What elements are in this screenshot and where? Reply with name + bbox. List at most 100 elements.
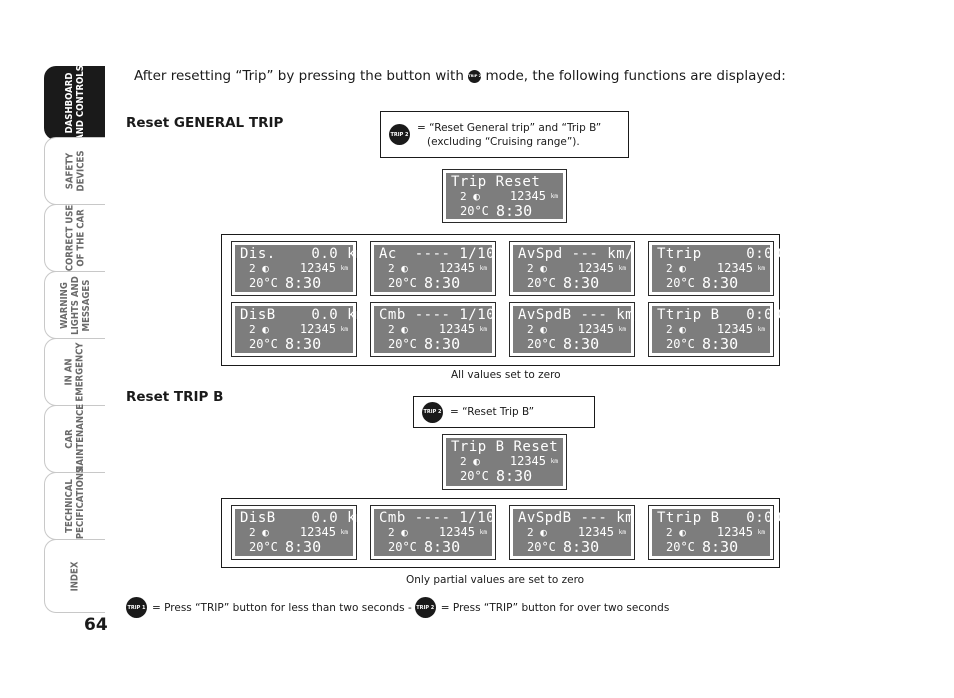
lcd-title: Ttrip 0:00 (657, 246, 783, 262)
tab-car-maintenance[interactable]: CAR MAINTENANCE (44, 403, 105, 475)
tab-label: TECHNICAL SPECIFICATIONS (64, 466, 86, 546)
lcd-title: Ttrip B 0:00 (657, 307, 783, 323)
lcd-title: AvSpdB --- km/h (518, 307, 652, 323)
lcd-unit: km (757, 529, 765, 536)
lcd-temperature: 20°C (388, 337, 417, 351)
lcd-gear: 2 ◐ (666, 323, 686, 336)
tripb-note-line1: = “Reset Trip B” (450, 406, 535, 418)
lcd-temperature: 20°C (666, 337, 695, 351)
legend-text1: = Press “TRIP” button for less than two … (152, 601, 412, 614)
legend: TRIP 1 = Press “TRIP” button for less th… (126, 597, 672, 618)
tab-in-an-emergency[interactable]: IN AN EMERGENCY (44, 338, 105, 406)
lcd-temperature: 20°C (249, 337, 278, 351)
lcd-clock: 8:30 (424, 335, 461, 353)
lcd-unit: km (479, 529, 487, 536)
general-values-group (221, 234, 780, 366)
lcd-temperature: 20°C (527, 540, 556, 554)
tripb-values-group (221, 498, 780, 568)
lcd-odometer: 12345 (577, 322, 614, 336)
lcd-temperature: 20°C (249, 276, 278, 290)
intro-text: After resetting “Trip” by pressing the b… (134, 68, 786, 84)
lcd-odometer: 12345 (716, 261, 753, 275)
lcd-odometer: 12345 (509, 454, 546, 468)
lcd-clock: 8:30 (285, 274, 322, 292)
lcd-gear: 2 ◐ (527, 526, 547, 539)
lcd-gear: 2 ◐ (249, 262, 269, 275)
tab-dashboard-and-controls[interactable]: DASHBOARD AND CONTROLS (44, 65, 105, 141)
lcd-temperature: 20°C (666, 276, 695, 290)
lcd-temperature: 20°C (527, 337, 556, 351)
tab-safety-devices[interactable]: SAFETY DEVICES (44, 137, 105, 205)
lcd-gear: 2 ◐ (527, 262, 547, 275)
lcd-unit: km (340, 326, 348, 333)
lcd-temperature: 20°C (460, 204, 489, 218)
lcd-odometer: 12345 (299, 322, 336, 336)
lcd-temperature: 20°C (460, 469, 489, 483)
tab-index[interactable]: INDEX (44, 539, 105, 613)
lcd-unit: km (340, 265, 348, 272)
lcd-odometer: 12345 (438, 322, 475, 336)
trip2-button-icon: TRIP 2 (468, 69, 482, 83)
tab-label: CAR MAINTENANCE (64, 403, 86, 475)
lcd-temperature: 20°C (249, 540, 278, 554)
tab-correct-use[interactable]: CORRECT USE OF THE CAR (44, 204, 105, 272)
general-note-line1: = “Reset General trip” and “Trip B” (417, 121, 602, 134)
lcd-gear: 2 ◐ (460, 190, 480, 203)
lcd-title: Cmb ---- 1/100 (379, 510, 505, 526)
lcd-title: Trip Reset (451, 174, 541, 190)
lcd-temperature: 20°C (666, 540, 695, 554)
lcd-unit: km (618, 265, 626, 272)
lcd-unit: km (340, 529, 348, 536)
lcd-gear: 2 ◐ (666, 262, 686, 275)
lcd-unit: km (550, 193, 558, 200)
lcd-title: Ac ---- 1/100 (379, 246, 505, 262)
lcd-clock: 8:30 (285, 538, 322, 556)
tab-technical-specifications[interactable]: TECHNICAL SPECIFICATIONS (44, 467, 105, 545)
lcd-title: AvSpd --- km/h (518, 246, 644, 262)
lcd-gear: 2 ◐ (249, 526, 269, 539)
lcd-gear: 2 ◐ (388, 323, 408, 336)
intro-before: After resetting “Trip” by pressing the b… (134, 68, 464, 84)
intro-after: mode, the following functions are displa… (485, 68, 786, 84)
trip1-button-icon: TRIP 1 (126, 597, 147, 618)
lcd-unit: km (757, 265, 765, 272)
trip2-button-icon: TRIP 2 (414, 597, 436, 618)
page-number: 64 (84, 615, 108, 635)
lcd-odometer: 12345 (438, 525, 475, 539)
tab-label: INDEX (69, 561, 81, 591)
tab-label: WARNING LIGHTS AND MESSAGES (58, 275, 92, 335)
lcd-clock: 8:30 (424, 538, 461, 556)
lcd-clock: 8:30 (424, 274, 461, 292)
tab-warning-lights[interactable]: WARNING LIGHTS AND MESSAGES (44, 271, 105, 339)
lcd-clock: 8:30 (702, 274, 739, 292)
tab-label: IN AN EMERGENCY (64, 342, 86, 402)
lcd-temperature: 20°C (388, 276, 417, 290)
general-caption: All values set to zero (451, 369, 561, 381)
lcd-gear: 2 ◐ (249, 323, 269, 336)
lcd-gear: 2 ◐ (388, 262, 408, 275)
lcd-temperature: 20°C (527, 276, 556, 290)
legend-text2: = Press “TRIP” button for over two secon… (440, 601, 670, 614)
lcd-unit: km (479, 326, 487, 333)
lcd-title: Dis. 0.0 km (240, 246, 366, 262)
lcd-clock: 8:30 (563, 274, 600, 292)
